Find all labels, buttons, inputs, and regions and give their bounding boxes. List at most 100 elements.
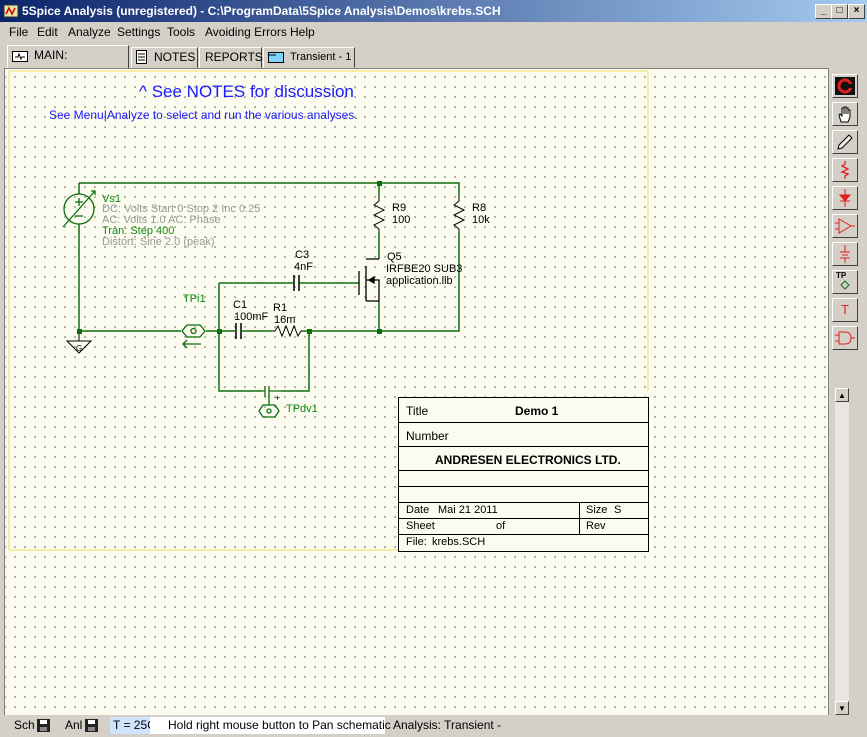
tpdv1-label: TPdv1 (286, 403, 318, 415)
vertical-scrollbar[interactable]: ▲ ▼ (835, 388, 849, 715)
q5-symbol[interactable] (358, 258, 380, 302)
app-icon (3, 4, 19, 18)
window-titlebar: 5Spice Analysis (unregistered) - C:\Prog… (0, 0, 867, 22)
status-bar: Sch Anl T = 25C Hold right mouse button … (0, 715, 867, 737)
tab-reports[interactable]: REPORTS (199, 47, 263, 68)
diode-tool[interactable] (832, 186, 858, 210)
source-icon (840, 245, 850, 263)
text-icon: T (841, 302, 849, 317)
scroll-up-button[interactable]: ▲ (835, 388, 849, 402)
r9-symbol[interactable] (372, 196, 386, 233)
r1-value: 16m (274, 314, 296, 326)
temperature-display: T = 25C (110, 717, 156, 734)
r9-value: 100 (392, 214, 411, 226)
menu-avoiding-errors[interactable]: Avoiding Errors (205, 25, 287, 39)
r8-symbol[interactable] (452, 196, 466, 233)
transient-icon (268, 52, 284, 63)
tpi1-symbol[interactable] (181, 324, 206, 349)
analyze-hint: See Menu|Analyze to select and run the v… (49, 108, 358, 122)
notes-icon (136, 50, 147, 64)
pan-tool[interactable] (832, 102, 858, 126)
scroll-down-button[interactable]: ▼ (835, 701, 849, 715)
save-icon (85, 719, 98, 732)
gate-icon (835, 331, 855, 345)
c3-symbol[interactable] (293, 275, 300, 291)
q5-model: IRFBE20 SUB3 (386, 263, 463, 275)
page-border-top (9, 70, 649, 391)
r8-label: R8 (472, 202, 487, 214)
tb-rev-label: Rev (586, 520, 606, 532)
vs1-distort: Distort: Sine 2.0 (peak) (102, 236, 215, 248)
ground-symbol[interactable] (65, 334, 93, 354)
vs1-symbol[interactable] (62, 190, 96, 228)
refresh-tool[interactable] (832, 74, 858, 98)
vs1-ac: AC: Volts 1.0 AC: Phase (102, 214, 221, 226)
testpoint-tool-label: TP (836, 271, 847, 280)
pencil-icon (837, 134, 853, 150)
opamp-icon (835, 218, 855, 234)
q5-label: Q5 (387, 251, 402, 263)
schematic-canvas[interactable]: + ^ See NOTES for discussion See Menu|An… (4, 68, 829, 717)
close-button[interactable]: × (848, 4, 865, 19)
tb-title-label: Title (406, 404, 429, 418)
menu-edit[interactable]: Edit (37, 25, 58, 39)
status-hint: Hold right mouse button to Pan schematic (150, 717, 391, 734)
source-tool[interactable] (832, 242, 858, 266)
testpoint-tool[interactable]: TP (832, 270, 858, 294)
c1-label: C1 (233, 299, 248, 311)
schematic-drawing: + (8, 70, 649, 551)
tb-number-label: Number (406, 429, 449, 443)
tpdv1-plus-sign: + (275, 393, 280, 403)
menu-help[interactable]: Help (290, 25, 315, 39)
c-logo-icon (835, 77, 855, 95)
tb-size-value: S (614, 504, 622, 516)
wires (78, 182, 460, 392)
menu-file[interactable]: File (9, 25, 29, 39)
menu-bar: File Edit Analyze Settings Tools Avoidin… (0, 22, 867, 42)
menu-tools[interactable]: Tools (167, 25, 196, 39)
sch-save-button[interactable]: Sch (11, 717, 54, 734)
opamp-tool[interactable] (832, 214, 858, 238)
tb-company: ANDRESEN ELECTRONICS LTD. (435, 453, 621, 467)
junctions (77, 181, 382, 334)
ground-label: G (76, 344, 83, 353)
tpdv1-symbol[interactable] (258, 386, 281, 418)
q5-lib: application.lib (386, 275, 453, 287)
resistor-tool[interactable] (832, 158, 858, 182)
anl-label: Anl (65, 718, 83, 732)
anl-save-button[interactable]: Anl (62, 717, 102, 734)
tab-transient[interactable]: Transient - 1 (263, 47, 355, 68)
gate-tool[interactable] (832, 326, 858, 350)
testpoint-icon (840, 280, 850, 290)
tb-file-label: File: (406, 536, 427, 548)
r8-value: 10k (472, 214, 490, 226)
tb-sheet-label: Sheet (406, 520, 435, 532)
diode-icon (838, 189, 852, 207)
vs1-label: Vs1 (102, 193, 121, 205)
tb-of-label: of (496, 520, 506, 532)
tab-reports-label: REPORTS (205, 50, 263, 64)
save-icon (37, 719, 50, 732)
notes-heading: ^ See NOTES for discussion (139, 82, 354, 101)
title-block: Title Demo 1 Number ANDRESEN ELECTRONICS… (398, 397, 649, 552)
resistor-icon (840, 161, 850, 179)
text-tool[interactable]: T (832, 298, 858, 322)
page-border-left (8, 71, 399, 551)
tb-title-value: Demo 1 (515, 404, 559, 418)
tab-notes[interactable]: NOTES (131, 47, 198, 68)
r1-label: R1 (273, 302, 288, 314)
menu-settings[interactable]: Settings (117, 25, 161, 39)
tab-main[interactable]: MAIN: krebs.SCH (7, 45, 129, 81)
sch-label: Sch (14, 718, 35, 732)
tb-file-value: krebs.SCH (432, 536, 486, 548)
r9-label: R9 (392, 202, 407, 214)
r1-symbol[interactable] (271, 324, 302, 338)
c1-symbol[interactable] (235, 323, 242, 339)
menu-analyze[interactable]: Analyze (68, 25, 111, 39)
c3-label: C3 (295, 249, 310, 261)
minimize-button[interactable]: _ (815, 4, 832, 19)
pencil-tool[interactable] (832, 130, 858, 154)
maximize-button[interactable]: □ (831, 4, 848, 19)
tb-date-value: Mai 21 2011 (438, 504, 498, 516)
tab-notes-label: NOTES (154, 50, 196, 64)
